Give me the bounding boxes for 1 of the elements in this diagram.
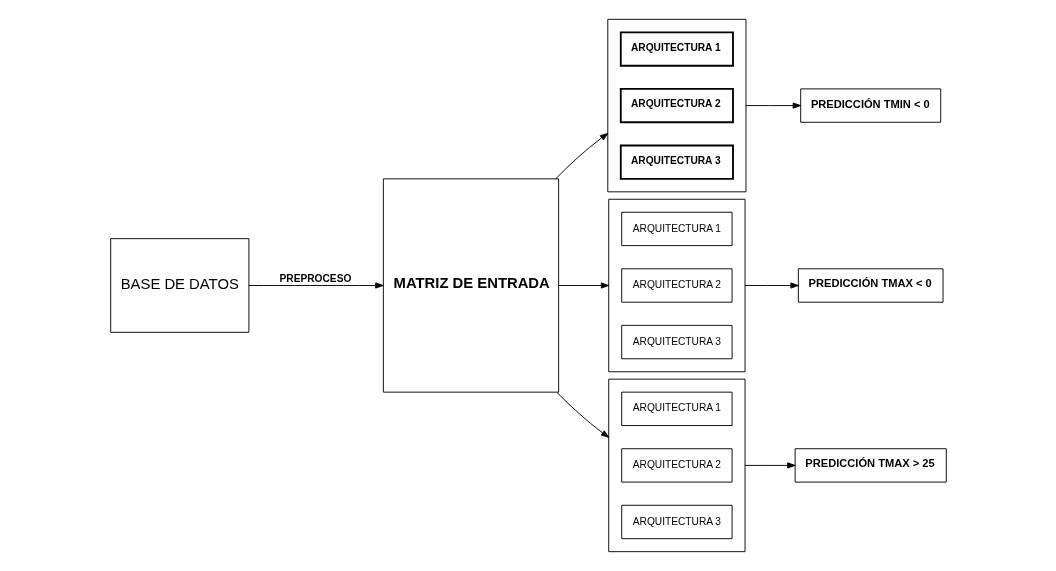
edge-label: PREPROCESO [279,272,351,284]
